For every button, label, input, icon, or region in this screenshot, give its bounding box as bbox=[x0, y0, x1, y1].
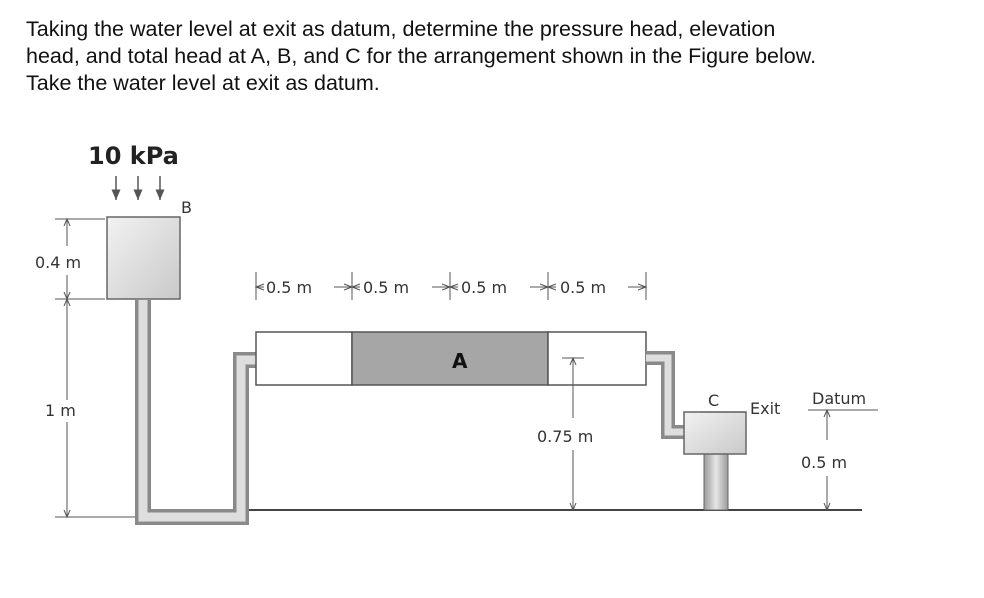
datum-offset-label: 0.5 m bbox=[801, 453, 847, 472]
tank-elevation-label: 1 m bbox=[45, 401, 76, 420]
pressure-arrows bbox=[111, 176, 165, 200]
left-dimension-lines bbox=[55, 217, 135, 519]
question-text: Taking the water level at exit as datum,… bbox=[26, 16, 966, 97]
question-line-3: Take the water level at exit as datum. bbox=[26, 71, 380, 95]
tank-height-label: 0.4 m bbox=[35, 253, 81, 272]
segment-3-label: 0.5 m bbox=[461, 278, 507, 297]
exit-pipe bbox=[646, 351, 684, 439]
question-line-2: head, and total head at A, B, and C for … bbox=[26, 44, 817, 68]
question-line-1: Taking the water level at exit as datum,… bbox=[26, 17, 776, 41]
pipe-elevation-label: 0.75 m bbox=[537, 427, 593, 446]
pipe-section-left bbox=[255, 331, 353, 386]
segment-2-label: 0.5 m bbox=[363, 278, 409, 297]
segment-4-label: 0.5 m bbox=[560, 278, 606, 297]
pipe-elevation-dimension bbox=[562, 356, 584, 512]
datum-dimension bbox=[808, 408, 878, 512]
segment-1-label: 0.5 m bbox=[266, 278, 312, 297]
connecting-pipe bbox=[135, 300, 256, 525]
pressure-label: 10 kPa bbox=[88, 142, 179, 170]
exit-label: Exit bbox=[750, 399, 780, 418]
supply-tank bbox=[106, 216, 181, 300]
exit-column bbox=[703, 451, 729, 511]
point-a-label: A bbox=[452, 349, 468, 373]
datum-label: Datum bbox=[812, 389, 866, 408]
point-c-label: C bbox=[708, 391, 719, 410]
point-b-label: B bbox=[181, 198, 192, 217]
segment-dimension-lines bbox=[254, 272, 648, 300]
exit-box bbox=[683, 411, 747, 455]
soil-sample-a bbox=[351, 331, 549, 386]
